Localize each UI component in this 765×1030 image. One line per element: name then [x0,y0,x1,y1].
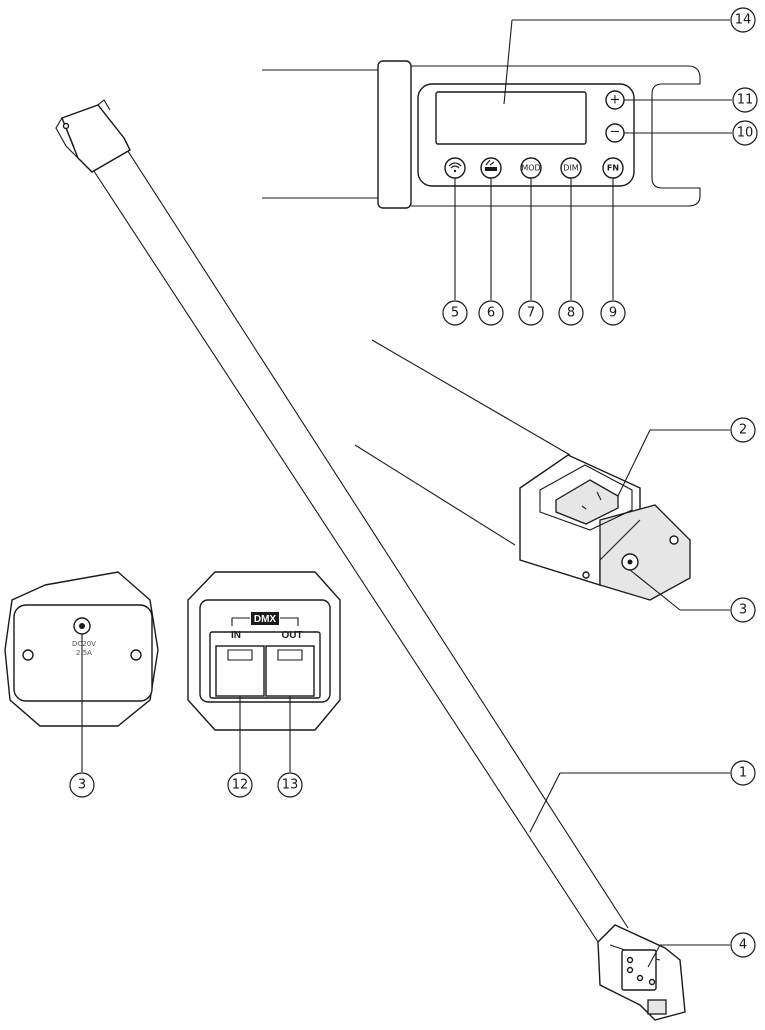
svg-text:−: − [610,125,621,140]
svg-text:DC20V: DC20V [72,640,96,648]
callout-12: 12 [227,772,253,798]
rj45-port-icon[interactable] [215,645,265,697]
svg-text:2.5A: 2.5A [76,649,92,657]
svg-text:14: 14 [735,13,752,28]
svg-text:IN: IN [231,630,241,641]
svg-text:3: 3 [739,603,747,618]
svg-text:12: 12 [232,778,249,793]
callout-6: 6 [478,300,504,326]
top-end-cap [55,99,131,173]
control-panel-detail: + − MOD DIM [262,19,732,300]
color-temp-button[interactable] [480,157,502,179]
callout-13: 13 [277,772,303,798]
mod-button[interactable]: MOD [520,157,542,179]
svg-text:5: 5 [451,306,459,321]
light-tube [89,144,629,943]
callout-9: 9 [600,300,626,326]
lcd-display [435,91,587,145]
svg-text:11: 11 [737,93,754,108]
svg-text:FN: FN [607,164,619,173]
color-temp-icon [485,159,497,171]
svg-text:8: 8 [567,306,575,321]
svg-text:7: 7 [527,306,535,321]
rj45-port-icon[interactable] [265,645,315,697]
svg-text:10: 10 [737,126,754,141]
svg-text:2: 2 [739,423,747,438]
power-input-plate: DC20V 2.5A [4,571,159,772]
dc-jack-icon [73,617,91,635]
callout-5: 5 [442,300,468,326]
dmx-plate: DMX IN OUT [187,571,341,772]
callout-1: 1 [730,760,756,786]
wifi-button[interactable] [444,157,466,179]
dc-jack-icon [621,553,639,571]
bottom-end-cap [529,772,730,1021]
callout-4: 4 [730,932,756,958]
svg-text:OUT: OUT [281,630,302,641]
svg-text:9: 9 [609,306,617,321]
svg-text:1: 1 [739,766,747,781]
plus-button[interactable]: + [605,90,625,110]
svg-text:DIM: DIM [563,164,579,173]
svg-text:DMX: DMX [254,614,277,625]
minus-button[interactable]: − [605,123,625,143]
power-switch-icon[interactable] [555,479,619,525]
switch-end-cap-detail [519,429,730,611]
callout-10: 10 [732,120,758,146]
callout-3-switch: 3 [730,597,756,623]
fn-button[interactable]: FN [602,157,624,179]
svg-text:3: 3 [78,778,86,793]
callout-3-plate: 3 [69,772,95,798]
svg-text:4: 4 [739,938,747,953]
svg-text:+: + [610,93,621,108]
svg-text:13: 13 [282,778,299,793]
callout-8: 8 [558,300,584,326]
dim-button[interactable]: DIM [560,157,582,179]
wifi-icon [448,162,462,173]
callout-11: 11 [732,87,758,113]
callout-14: 14 [730,7,756,33]
svg-text:MOD: MOD [521,164,540,173]
svg-text:6: 6 [487,306,495,321]
callout-2: 2 [730,417,756,443]
callout-7: 7 [518,300,544,326]
